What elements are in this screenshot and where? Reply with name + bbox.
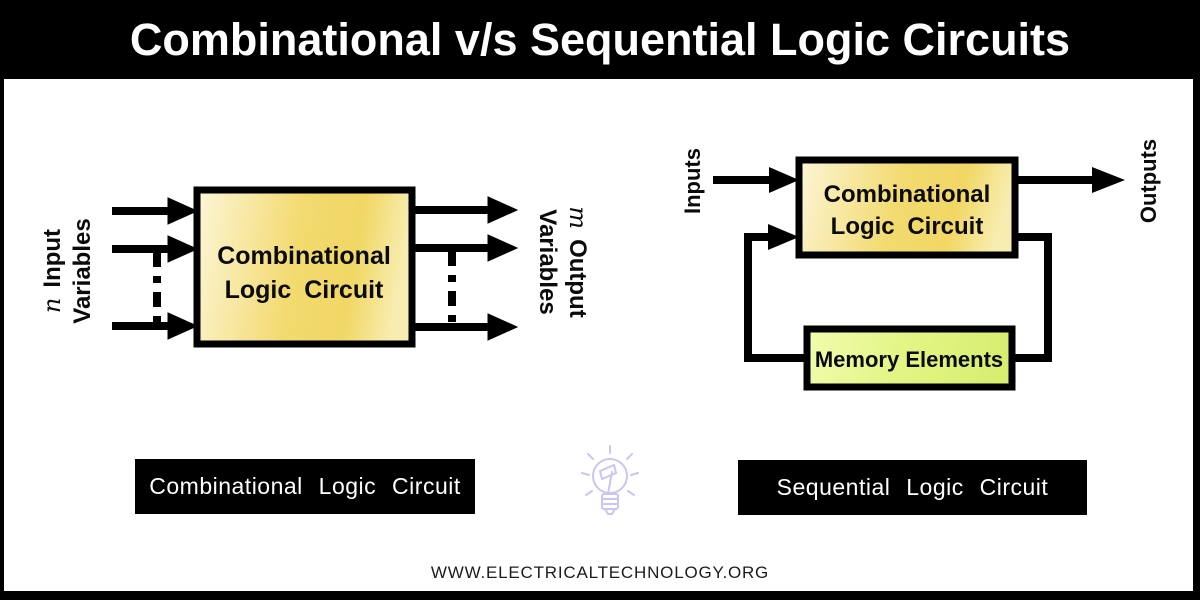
input-variables-word: Variables (69, 218, 96, 323)
lightbulb-icon (581, 445, 639, 515)
combinational-box-label-line1: Combinational (217, 242, 391, 270)
website-url: WWW.ELECTRICALTECHNOLOGY.ORG (430, 563, 770, 582)
output-arrows (412, 196, 519, 341)
sequential-caption-box: Sequential Logic Circuit (738, 460, 1087, 515)
output-arrowhead (487, 196, 519, 224)
inputs-label: Inputs (680, 148, 705, 214)
memory-elements-box (803, 325, 1016, 391)
seq-combinational-logic-box (795, 156, 1019, 259)
feedback-line-left (744, 233, 809, 362)
left-frame-bar (0, 0, 4, 600)
input-arrows (112, 197, 199, 340)
feedback-line-right (1013, 233, 1052, 362)
svg-text:nInput: n Input (38, 229, 66, 313)
feedback-arrowhead (768, 224, 799, 250)
n-input-variables-label: n Input Variables (38, 218, 96, 323)
seq-box-label-line1: Combinational (824, 181, 991, 208)
seq-output-arrowhead (1092, 167, 1125, 193)
n-symbol: n (38, 298, 66, 313)
input-arrowhead (167, 197, 199, 225)
page-title: Combinational v/s Sequential Logic Circu… (129, 13, 1071, 65)
bottom-frame-bar (0, 591, 1200, 600)
top-frame-bar (0, 0, 1200, 79)
sequential-caption-text: Sequential Logic Circuit (776, 474, 1049, 500)
output-word: Output (564, 239, 591, 318)
m-symbol: m (564, 206, 592, 229)
seq-input-arrowhead (769, 167, 799, 193)
input-arrowhead (167, 235, 199, 263)
input-word: Input (39, 229, 66, 288)
outputs-label: Outputs (1136, 139, 1161, 223)
combinational-caption-text: Combinational Logic Circuit (149, 473, 461, 499)
combinational-box-label-line2: Logic Circuit (225, 276, 384, 304)
combinational-caption-box: Combinational Logic Circuit (135, 459, 475, 514)
output-arrowhead (487, 234, 519, 262)
combinational-diagram: Combinational Logic Circuit n Input Varia… (38, 186, 592, 348)
output-variables-word: Variables (534, 209, 561, 314)
right-frame-bar (1193, 0, 1200, 600)
combinational-logic-box (193, 186, 416, 348)
sequential-diagram: Combinational Logic Circuit Memory Eleme… (680, 139, 1161, 391)
m-output-variables-label: mOutput Variables (534, 206, 592, 317)
output-arrowhead (487, 313, 519, 341)
svg-text:mOutput: mOutput (564, 206, 592, 317)
input-arrowhead (167, 312, 199, 340)
seq-box-label-line2: Logic Circuit (831, 213, 984, 240)
memory-elements-label: Memory Elements (815, 347, 1003, 372)
